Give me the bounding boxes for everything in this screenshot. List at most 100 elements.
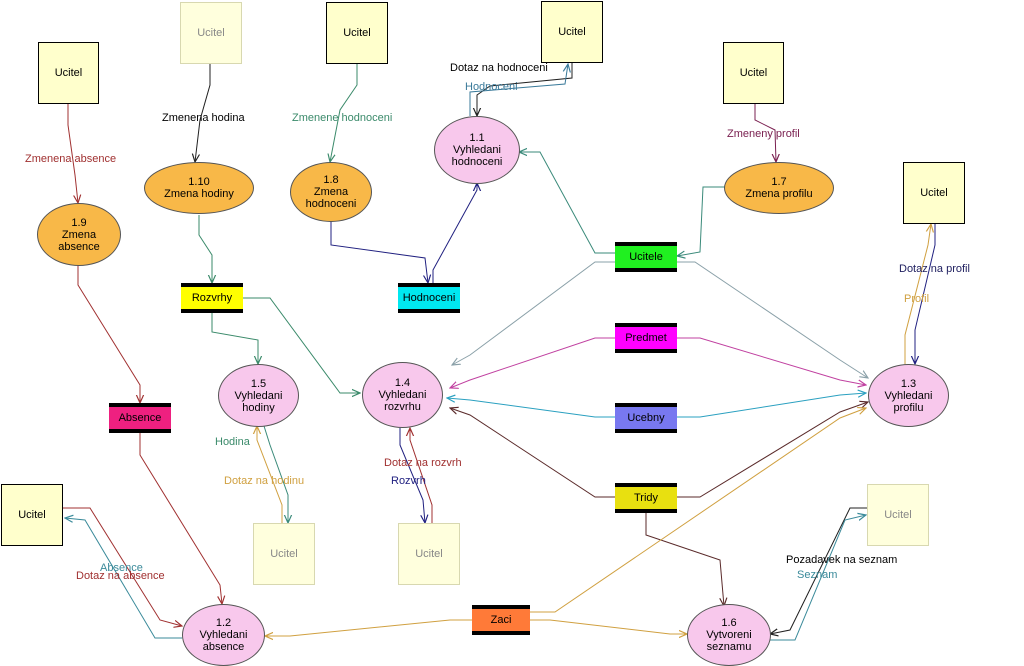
store-ucitele: Ucitele (615, 242, 677, 272)
process-1-10-number: 1.10 (188, 176, 210, 188)
process-1-9-line1: Zmena (61, 228, 97, 241)
flow-hodnoceni-1-1 (432, 183, 477, 283)
process-1-2: 1.2 Vyhledani absence (182, 604, 265, 666)
process-1-5: 1.5 Vyhledani hodiny (218, 364, 299, 427)
process-1-3-number: 1.3 (900, 377, 917, 390)
process-1-10-line1: Zmena hodiny (164, 188, 234, 200)
store-predmet: Predmet (615, 323, 677, 353)
store-hodnoceni: Hodnoceni (398, 283, 460, 313)
process-1-5-line2: hodiny (242, 401, 275, 414)
flow-rozvrhy-1-4 (243, 297, 360, 393)
process-1-9-line2: absence (58, 240, 100, 253)
flow-ucitele-1-4 (452, 261, 615, 365)
flow-dotaz-na-profil (915, 223, 936, 364)
flow-predmet-1-4 (450, 337, 615, 388)
flow-zmeneny-profil (754, 103, 776, 162)
label-dotaz-na-hodnoceni: Dotaz na hodnoceni (450, 62, 548, 74)
flow-tridy-1-6 (645, 513, 724, 606)
process-1-2-number: 1.2 (215, 617, 232, 629)
flow-zaci-1-2 (265, 619, 472, 636)
process-1-6-number: 1.6 (721, 617, 737, 629)
label-hodina: Hodina (215, 436, 250, 448)
process-1-6-line2: seznamu (706, 641, 752, 653)
label-dotaz-na-profil: Dotaz na profil (899, 263, 970, 275)
process-1-1-line1: Vyhledani (453, 144, 501, 156)
entity-ucitel-4: Ucitel (541, 1, 603, 63)
flow-hodina (263, 425, 288, 523)
flow-predmet-1-3 (677, 337, 866, 385)
flow-1-9-absence (77, 265, 140, 403)
flow-ucebny-1-4 (447, 398, 615, 418)
flow-1-8-hodnoceni (330, 221, 428, 283)
process-1-1-line2: hodnoceni (451, 156, 503, 168)
flow-rozvrh (399, 428, 425, 523)
process-1-9-number: 1.9 (71, 216, 87, 229)
flow-rozvrhy-1-5 (211, 313, 258, 364)
label-seznam: Seznam (797, 569, 838, 581)
flow-zmenena-hodina (195, 63, 211, 162)
entity-ucitel-6: Ucitel (903, 162, 965, 224)
store-zaci: Zaci (472, 605, 530, 635)
flow-hodnoceni-out (469, 64, 568, 116)
store-absence: Absence (109, 403, 171, 433)
process-1-3-line1: Vyhledani (884, 389, 933, 402)
flow-absence-out (65, 518, 182, 639)
flow-zaci-1-3 (530, 408, 866, 613)
label-pozadavek-na-seznam: Pozadavek na seznam (786, 554, 898, 566)
flow-ucitele-1-1 (519, 152, 615, 254)
process-1-2-line1: Vyhledani (199, 629, 248, 641)
label-dotaz-na-absence: Dotaz na absence (76, 570, 165, 582)
process-1-7-number: 1.7 (771, 176, 787, 188)
flow-tridy-1-3 (677, 402, 868, 498)
flow-zmenena-absence (67, 103, 78, 203)
flow-zaci-1-6 (530, 619, 687, 634)
label-hodnoceni: Hodnoceni (465, 81, 518, 93)
process-1-5-line1: Vyhledani (234, 389, 283, 402)
label-dotaz-na-hodinu: Dotaz na hodinu (224, 475, 305, 487)
process-1-8-line1: Zmena (313, 186, 349, 198)
process-1-1: 1.1 Vyhledani hodnoceni (434, 116, 520, 184)
flow-dotaz-na-hodinu (257, 426, 283, 523)
entity-ucitel-3: Ucitel (326, 2, 388, 64)
label-absence: Absence (100, 562, 143, 574)
label-zmeneny-profil: Zmeneny profil (727, 128, 800, 140)
label-rozvrh: Rozvrh (391, 475, 426, 487)
flow-1-10-rozvrhy (198, 215, 212, 283)
flow-dotaz-na-rozvrh (410, 428, 433, 523)
flow-dotaz-na-hodnoceni (477, 63, 573, 116)
flow-1-7-ucitele (677, 186, 725, 256)
process-1-7: 1.7 Zmena profilu (724, 162, 834, 214)
process-1-4-number: 1.4 (394, 377, 411, 389)
process-1-3: 1.3 Vyhledani profilu (868, 364, 949, 427)
entity-ucitel-5: Ucitel (723, 42, 784, 104)
process-1-3-line2: profilu (893, 401, 924, 414)
process-1-4-line2: rozvrhu (384, 401, 421, 413)
process-1-4-line1: Vyhledani (378, 389, 427, 401)
process-1-2-line2: absence (202, 641, 245, 653)
store-rozvrhy: Rozvrhy (181, 283, 243, 313)
entity-ucitel-7: Ucitel (1, 484, 63, 546)
entity-ucitel-9: Ucitel (398, 523, 460, 585)
flow-dotaz-na-absence (63, 507, 182, 626)
process-1-10: 1.10 Zmena hodiny (144, 162, 254, 214)
process-1-1-number: 1.1 (469, 132, 485, 144)
entity-ucitel-10: Ucitel (867, 484, 929, 546)
entity-ucitel-2: Ucitel (180, 2, 242, 64)
flow-tridy-1-4 (450, 408, 615, 498)
process-1-4: 1.4 Vyhledani rozvrhu (362, 362, 443, 428)
flow-absence-1-2 (139, 433, 222, 604)
process-1-6-line1: Vytvoreni (706, 629, 752, 641)
process-1-8-number: 1.8 (323, 174, 339, 186)
process-1-9: 1.9 Zmena absence (37, 203, 121, 266)
process-1-7-line1: Zmena profilu (745, 188, 813, 200)
store-ucebny: Ucebny (615, 403, 677, 433)
process-1-8: 1.8 Zmena hodnoceni (290, 162, 372, 222)
flow-ucitele-1-3 (677, 261, 868, 378)
flow-zmenene-hodnoceni (330, 63, 358, 162)
flow-ucebny-1-3 (677, 393, 866, 418)
label-profil: Profil (904, 293, 930, 305)
flow-seznam (770, 515, 866, 641)
entity-ucitel-8: Ucitel (253, 523, 315, 585)
label-dotaz-na-rozvrh: Dotaz na rozvrh (384, 457, 462, 469)
